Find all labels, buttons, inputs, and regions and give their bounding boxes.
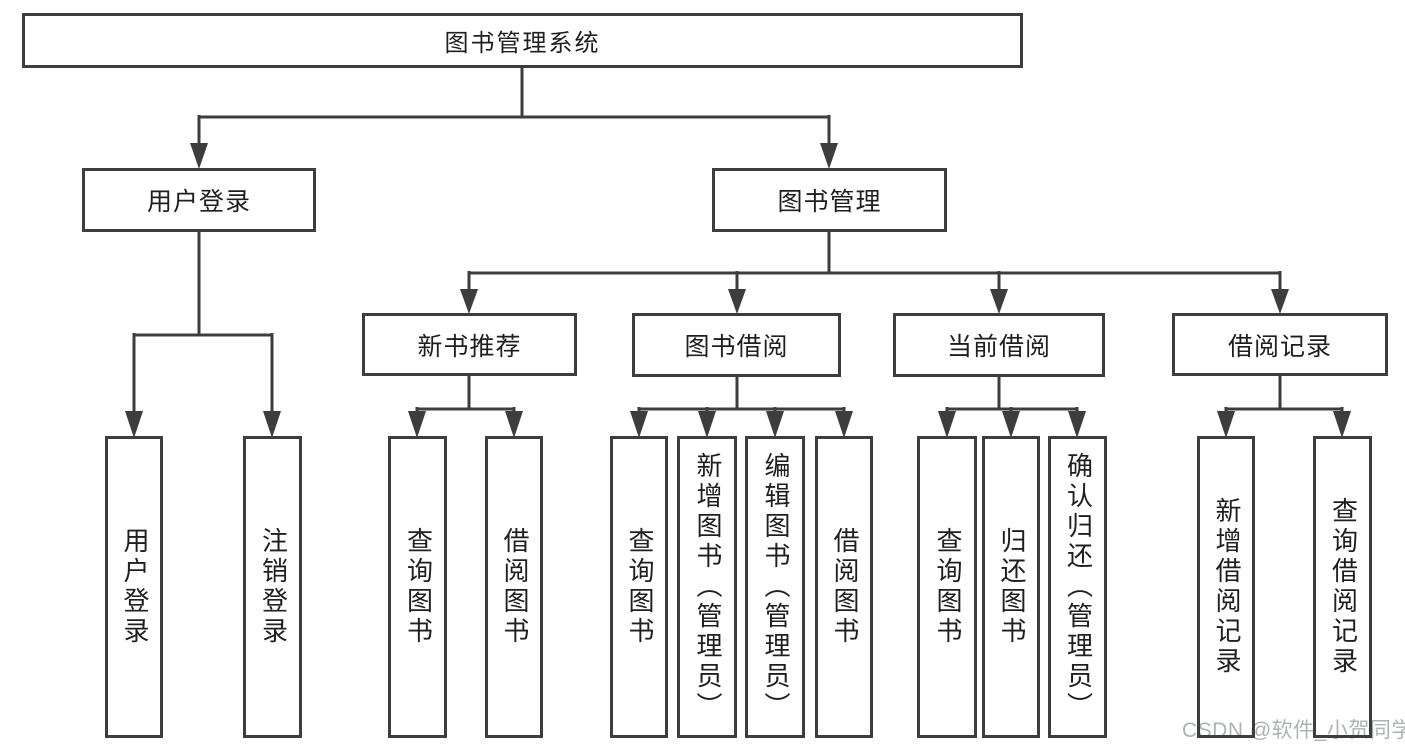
node-current-borrowing: 当前借阅 (893, 313, 1105, 377)
node-label: 用户登录 (146, 188, 251, 216)
leaf-label: 查询借阅记录 (1328, 497, 1359, 677)
leaf-recommend-borrow-books: 借阅图书 (485, 436, 543, 738)
leaf-current-confirm-return-admin: 确认归还（管理员） (1048, 436, 1107, 738)
leaf-logout: 注销登录 (243, 436, 302, 738)
leaf-borrowing-borrow-books: 借阅图书 (815, 436, 873, 738)
node-root-library-management-system: 图书管理系统 (22, 13, 1023, 68)
leaf-borrowing-edit-books-admin: 编辑图书（管理员） (745, 436, 805, 738)
leaf-label: 新增借阅记录 (1211, 497, 1242, 677)
leaf-label: 查询图书 (403, 527, 434, 647)
leaf-label: 编辑图书（管理员） (760, 452, 791, 722)
leaf-borrowing-query-books: 查询图书 (610, 436, 668, 738)
leaf-records-add-borrow-record: 新增借阅记录 (1197, 436, 1255, 738)
leaf-label: 注销登录 (258, 527, 289, 647)
node-label: 图书管理系统 (444, 30, 601, 57)
leaf-recommend-query-books: 查询图书 (388, 436, 447, 738)
node-label: 当前借阅 (946, 333, 1051, 361)
node-book-management: 图书管理 (712, 168, 947, 232)
node-label: 新书推荐 (417, 332, 522, 361)
leaf-label: 借阅图书 (829, 527, 860, 647)
node-label: 图书管理 (777, 188, 882, 216)
csdn-watermark: CSDN @软件_小贺同学 (1182, 719, 1405, 742)
leaf-current-return-books: 归还图书 (982, 436, 1040, 738)
node-book-borrowing: 图书借阅 (632, 313, 841, 377)
leaf-label: 确认归还（管理员） (1063, 452, 1094, 722)
leaf-label: 用户登录 (119, 527, 150, 647)
leaf-current-query-books: 查询图书 (917, 436, 977, 738)
leaf-label: 归还图书 (996, 527, 1027, 647)
node-label: 借阅记录 (1227, 332, 1332, 361)
node-new-book-recommendation: 新书推荐 (362, 313, 577, 376)
leaf-label: 查询图书 (624, 527, 655, 647)
leaf-label: 查询图书 (932, 527, 963, 647)
node-borrowing-records: 借阅记录 (1172, 313, 1388, 376)
leaf-label: 借阅图书 (499, 527, 530, 647)
leaf-borrowing-add-books-admin: 新增图书（管理员） (677, 436, 737, 738)
leaf-label: 新增图书（管理员） (692, 452, 723, 722)
leaf-user-login: 用户登录 (105, 436, 163, 738)
leaf-records-query-borrow-record: 查询借阅记录 (1313, 436, 1372, 738)
node-user-login: 用户登录 (82, 168, 316, 232)
node-label: 图书借阅 (684, 333, 789, 361)
